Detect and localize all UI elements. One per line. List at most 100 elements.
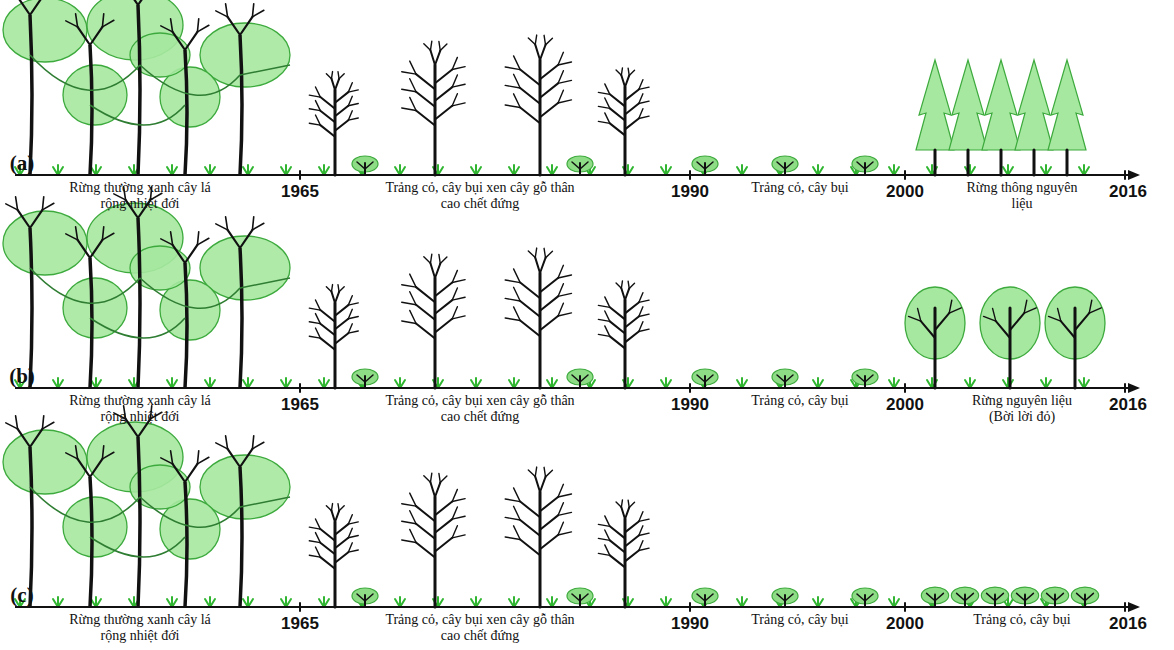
grass-tuft — [281, 378, 291, 388]
branch — [540, 296, 558, 310]
branch — [326, 506, 331, 511]
branch — [439, 254, 440, 263]
branch — [558, 484, 563, 497]
grass-tuft — [661, 597, 671, 607]
branch — [331, 72, 332, 79]
branch — [1058, 308, 1061, 321]
branch — [535, 467, 536, 477]
branch — [505, 67, 520, 70]
stem — [777, 594, 785, 601]
branch — [320, 111, 335, 123]
stem — [987, 593, 995, 600]
branch — [984, 316, 996, 321]
branch — [558, 503, 563, 516]
branch — [935, 313, 949, 330]
axis-arrowhead — [1128, 170, 1140, 180]
branch — [629, 283, 634, 288]
grass-tuft — [661, 165, 671, 175]
branch — [315, 300, 320, 310]
stem — [857, 162, 865, 169]
branch — [315, 328, 320, 338]
branch — [598, 538, 609, 540]
trunk — [90, 477, 92, 607]
axis-tick — [1124, 384, 1126, 392]
shrub — [352, 588, 378, 607]
axis-tick — [1124, 171, 1126, 179]
branch — [173, 32, 185, 50]
branch — [628, 281, 629, 288]
branch — [621, 500, 622, 507]
shrub — [567, 369, 593, 388]
axis-tick — [689, 384, 691, 392]
grass-tuft — [889, 165, 899, 175]
branch — [240, 17, 252, 35]
branch — [540, 497, 558, 511]
branch — [639, 548, 649, 550]
branch — [348, 103, 358, 105]
branch — [138, 0, 150, 5]
period-label: Rừng thường xanh cây lá rộng nhiệt đới — [55, 612, 225, 644]
branch — [558, 265, 563, 278]
branch — [1089, 308, 1101, 313]
branch — [90, 240, 102, 258]
branch — [452, 535, 465, 538]
branch — [252, 223, 263, 230]
grass-tuft — [91, 597, 101, 607]
branch — [228, 230, 240, 248]
panel-letter: (b) — [9, 364, 35, 388]
branch — [435, 106, 452, 120]
boiloi-tree — [1045, 287, 1105, 388]
branch — [610, 307, 625, 319]
panel-letter: (a) — [10, 151, 35, 175]
branch — [402, 285, 416, 287]
branch — [435, 264, 440, 278]
branch — [309, 308, 320, 310]
branch — [90, 27, 102, 45]
grass-tuft — [889, 378, 899, 388]
dead-tree — [402, 41, 465, 175]
shrub — [772, 369, 798, 388]
branch — [520, 321, 540, 337]
pine-tree — [1048, 60, 1086, 175]
year-label: 2000 — [886, 395, 924, 415]
branch — [335, 79, 339, 90]
shrub — [567, 588, 593, 607]
grass-blade — [53, 165, 63, 175]
period-label: Rừng thường xanh cây lá rộng nhiệt đới — [55, 180, 225, 212]
branch — [625, 103, 639, 114]
branch — [605, 326, 610, 336]
axis-tick — [1124, 603, 1126, 611]
grass-blade — [1041, 165, 1051, 175]
year-label: 1990 — [671, 182, 709, 202]
grass-tuft — [661, 378, 671, 388]
branch — [173, 464, 185, 482]
branch — [66, 453, 78, 459]
branch — [228, 449, 240, 467]
grass-tuft — [205, 165, 215, 175]
year-label: 1990 — [671, 614, 709, 634]
branch — [452, 67, 465, 70]
dead-tree — [505, 248, 571, 388]
shrub — [772, 156, 798, 175]
branch — [424, 44, 431, 50]
branch — [520, 70, 540, 86]
branch — [171, 451, 173, 464]
branch — [610, 108, 625, 120]
branch — [348, 331, 358, 333]
branch — [161, 458, 173, 464]
branch — [452, 288, 457, 300]
branch — [435, 483, 440, 497]
grass-tuft — [547, 597, 557, 607]
stem — [865, 375, 873, 382]
branch — [558, 100, 571, 103]
grass-tuft — [813, 165, 823, 175]
branch — [331, 504, 332, 511]
liana — [30, 487, 290, 557]
branch — [546, 470, 553, 477]
grass-tuft — [737, 165, 747, 175]
axis-tick — [299, 603, 301, 611]
branch — [616, 70, 621, 75]
branch — [416, 74, 435, 89]
branch — [102, 14, 103, 27]
year-label: 2016 — [1109, 182, 1147, 202]
